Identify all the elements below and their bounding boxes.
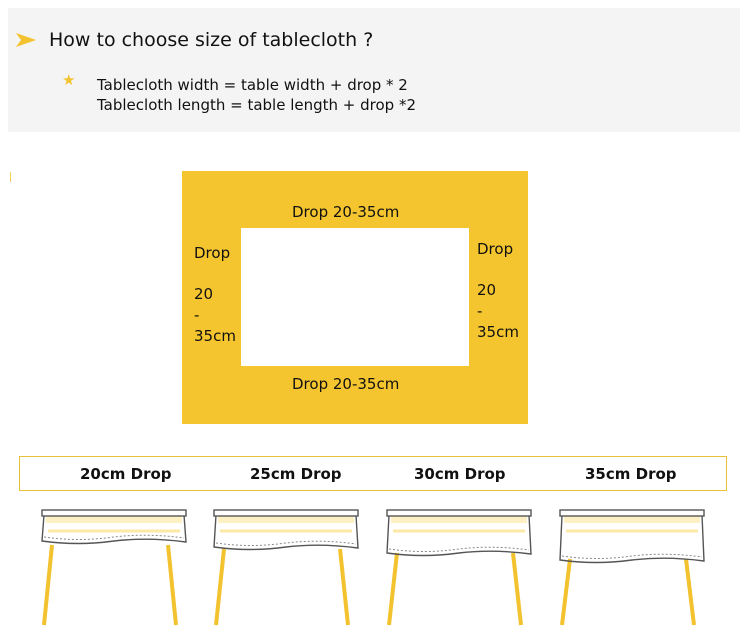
table-illustration-30cm [386,509,532,626]
drop-right-num: 20 [477,281,497,299]
drop-label-25: 25cm Drop [250,465,342,483]
arrow-right-icon [16,33,36,47]
drop-left-num: 20 [194,285,214,303]
drop-label-top: Drop 20-35cm [292,203,400,221]
drop-left-word: Drop [194,244,231,262]
star-icon: ★ [62,71,76,89]
drop-left-unit: 35cm [194,327,236,345]
table-illustration-25cm [213,509,359,626]
drop-label-left: Drop 20 - 35cm [194,243,236,347]
table-illustration-20cm [41,509,187,626]
drop-right-unit: 35cm [477,323,519,341]
formula-width: Tablecloth width = table width + drop * … [97,76,408,94]
drop-label-20: 20cm Drop [80,465,172,483]
drop-right-dash: - [477,302,483,320]
drop-left-dash: - [194,306,200,324]
page-title: How to choose size of tablecloth ? [49,29,374,51]
tablecloth-diagram: Drop 20-35cm Drop 20-35cm Drop 20 - 35cm… [182,171,528,424]
drop-right-word: Drop [477,240,514,258]
drop-label-bottom: Drop 20-35cm [292,375,400,393]
tabletop-area [241,228,469,366]
drop-label-35: 35cm Drop [585,465,677,483]
drop-label-30: 30cm Drop [414,465,506,483]
header-box [8,8,740,132]
table-illustration-35cm [559,509,705,626]
drop-label-right: Drop 20 - 35cm [477,239,519,343]
drop-options-bar: 20cm Drop 25cm Drop 30cm Drop 35cm Drop [19,456,727,491]
decorative-mark [10,172,11,182]
formula-length: Tablecloth length = table length + drop … [97,96,416,114]
